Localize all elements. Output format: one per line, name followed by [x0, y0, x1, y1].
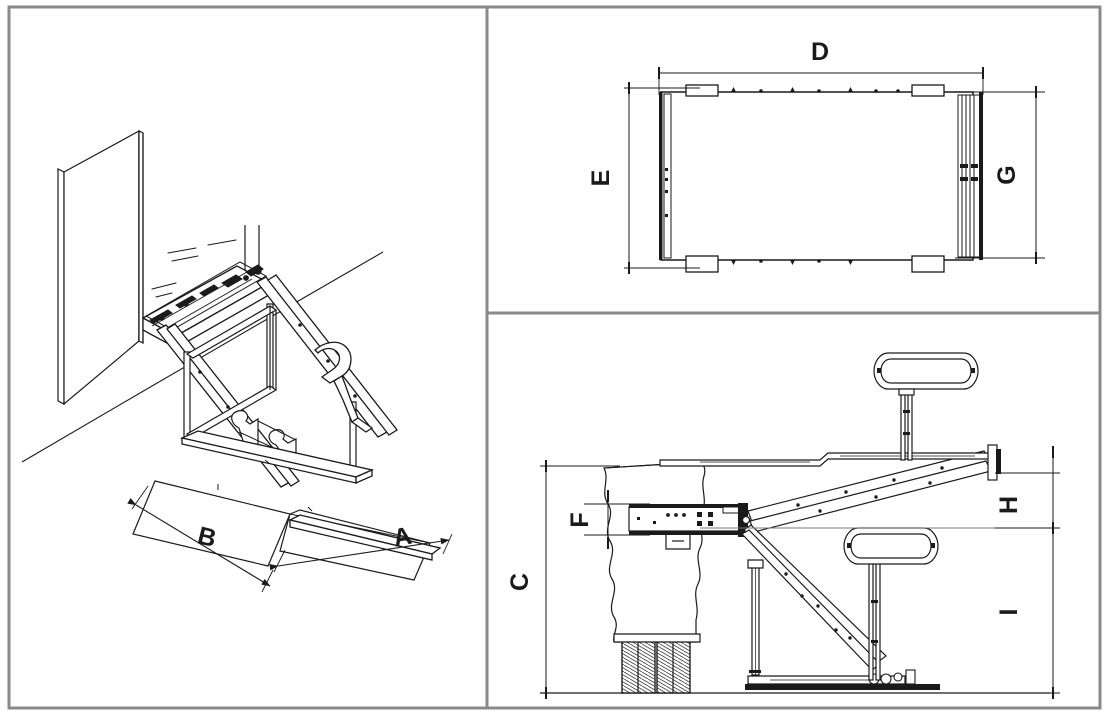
dimension-a: A	[269, 522, 453, 573]
plan-weld-marks	[731, 87, 900, 265]
side-elevation-view: C F H I	[506, 352, 1060, 699]
platform-end-post	[987, 444, 1001, 481]
dimension-e: E	[587, 82, 700, 274]
dimension-d-label: D	[811, 38, 829, 66]
lower-deck	[179, 430, 375, 484]
plan-left-rail	[659, 92, 663, 260]
vehicle-chassis	[603, 461, 706, 643]
motion-marks	[151, 239, 237, 298]
handrail-stanchion-upper	[873, 352, 979, 461]
plan-hinge-blocks	[960, 164, 978, 181]
lift-arm-upper-rivets	[796, 466, 944, 513]
cross-rail	[185, 305, 278, 439]
dimension-g: G	[955, 86, 1045, 264]
plan-roller-section	[957, 94, 981, 258]
plan-left-detail	[665, 168, 668, 217]
plan-mounting-tabs	[685, 84, 945, 273]
dimension-d: D	[658, 38, 984, 95]
chassis-mount-bolts	[637, 506, 740, 526]
lift-arm-lower-rivets	[784, 572, 852, 640]
lift-cylinder	[747, 559, 764, 676]
dimension-f: F	[566, 490, 650, 549]
chassis-mount-frame	[628, 504, 741, 550]
deck-mechanism-outline	[144, 261, 268, 334]
dimension-i-label: I	[995, 609, 1023, 616]
dimension-f-label: F	[566, 512, 594, 527]
handrail-upper-ticks	[877, 368, 975, 435]
dimension-i: I	[995, 522, 1060, 699]
dual-wheel-assembly	[613, 633, 701, 694]
handrail-stanchion-lower	[843, 527, 939, 681]
plan-right-rail	[979, 92, 983, 260]
dimension-h-label: H	[995, 496, 1023, 514]
wall-panel	[57, 129, 144, 406]
dimension-c-label: C	[506, 573, 534, 591]
deck-detail-ticks	[217, 459, 313, 512]
dimension-e-label: E	[587, 170, 615, 187]
plan-view: D E G	[587, 38, 1045, 274]
dimension-g-label: G	[993, 165, 1021, 184]
dimension-a-label: A	[391, 522, 414, 553]
isometric-view: B A	[21, 129, 453, 593]
handrail-lower-ticks	[847, 543, 935, 643]
dimension-c: C	[506, 460, 620, 699]
pivot-block	[738, 503, 751, 537]
lower-deck-elev	[745, 675, 940, 690]
ramp-flap	[314, 341, 374, 433]
arm-roller-detail	[868, 669, 916, 685]
plan-platform-body	[660, 91, 974, 261]
rear-posts	[244, 225, 260, 270]
dimension-h: H	[995, 446, 1060, 534]
